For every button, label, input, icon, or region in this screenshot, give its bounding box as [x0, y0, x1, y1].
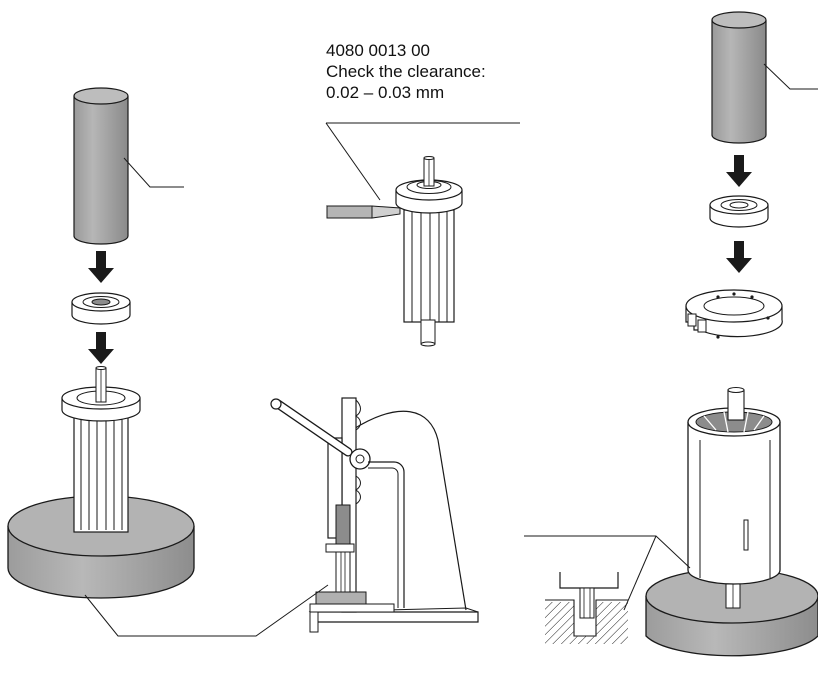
detail-leader-line: [524, 535, 691, 569]
motor-housing: [687, 386, 781, 609]
feeler-gauge: [326, 205, 401, 219]
part-number-label: 4080 0013 00: [326, 41, 430, 60]
down-arrow-icon: [88, 332, 114, 364]
center-rotor: [395, 156, 463, 347]
left-tool-leader-line: [123, 157, 184, 188]
down-arrow-icon: [726, 155, 752, 187]
right-bearing: [709, 195, 769, 228]
detail-leader-line: [623, 535, 657, 611]
left-press-tool: [73, 87, 129, 245]
clearance-range-label: 0.02 – 0.03 mm: [326, 83, 445, 102]
right-tool-leader-line: [763, 63, 818, 90]
left-rotor-shaft: [61, 366, 141, 533]
callout-leader-line: [325, 122, 381, 201]
bearing-housing: [685, 289, 783, 339]
arbor-press: [270, 397, 479, 633]
base-leader-line: [84, 584, 329, 637]
left-bearing: [71, 292, 131, 325]
clearance-callout: 4080 0013 00 Check the clearance: 0.02 –…: [326, 40, 486, 103]
right-press-tool: [711, 11, 767, 144]
clearance-instruction-label: Check the clearance:: [326, 62, 486, 81]
down-arrow-icon: [88, 251, 114, 283]
down-arrow-icon: [726, 241, 752, 273]
detail-support-view: [545, 572, 628, 644]
